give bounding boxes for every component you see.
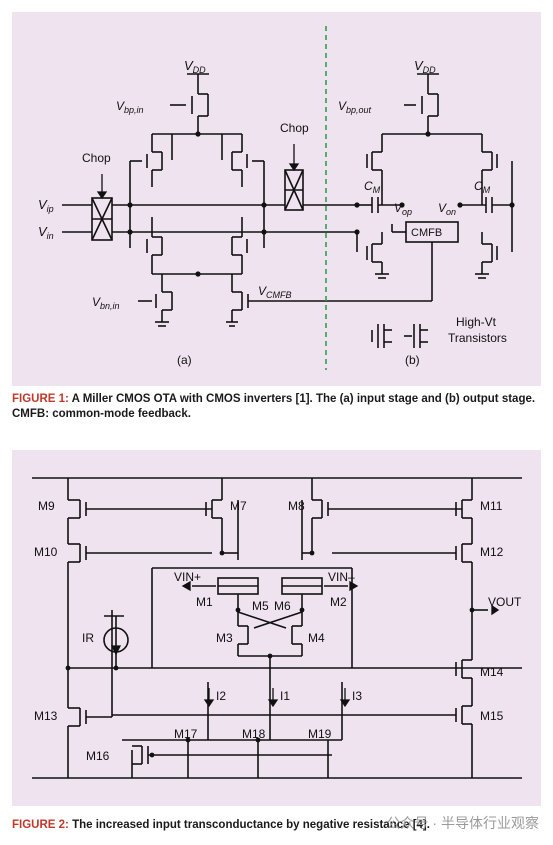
figure-1-panel: VDD Vbp,in Chop Chop Vip Vin Vbn,in VCMF… (12, 12, 541, 386)
m18-label: M18 (242, 727, 266, 741)
figure-1-schematic: VDD Vbp,in Chop Chop Vip Vin Vbn,in VCMF… (38, 26, 515, 370)
vdd-left-label: VDD (184, 58, 206, 75)
transistors-label: Transistors (448, 331, 507, 345)
subfigure-a-label: (a) (177, 353, 192, 367)
cmfb-block-label: CMFB (411, 227, 442, 239)
m4-label: M4 (308, 631, 325, 645)
vout-label: VOUT (488, 595, 522, 609)
vin-plus-label: VIN+ (174, 570, 201, 584)
cm-left-label: CM (364, 179, 381, 195)
vin-minus-label: VIN– (328, 570, 355, 584)
chop-mid-label: Chop (280, 121, 309, 135)
chop-left-label: Chop (82, 151, 111, 165)
figure-2-caption-text: The increased input transconductance by … (68, 819, 430, 831)
figure-1-caption-text: A Miller CMOS OTA with CMOS inverters [1… (12, 393, 536, 420)
m6-label: M6 (274, 599, 291, 613)
m2-label: M2 (330, 595, 347, 609)
m15-label: M15 (480, 709, 504, 723)
ir-label: IR (82, 631, 94, 645)
figure-2-schematic: M9 M7 M8 M11 M10 M12 VIN+ VIN– M1 M5 M6 … (32, 477, 522, 779)
m11-label: M11 (480, 499, 503, 513)
i1-label: I1 (280, 689, 290, 703)
m14-label: M14 (480, 665, 504, 679)
i3-label: I3 (352, 689, 362, 703)
m3-label: M3 (216, 631, 233, 645)
figure-1-caption-label: FIGURE 1: (12, 393, 69, 405)
i2-label: I2 (216, 689, 226, 703)
vbn-in-label: Vbn,in (92, 295, 120, 311)
m17-label: M17 (174, 727, 198, 741)
m10-label: M10 (34, 545, 58, 559)
von-label: Von (438, 201, 456, 217)
watermark: 公众号 · 半导体行业观察 (386, 815, 539, 831)
vdd-right-label: VDD (414, 58, 436, 75)
figure-2-caption-label: FIGURE 2: (12, 819, 69, 831)
figure-1-caption: FIGURE 1: A Miller CMOS OTA with CMOS in… (12, 392, 541, 422)
m8-label: M8 (288, 499, 305, 513)
m16-label: M16 (86, 749, 110, 763)
m1-label: M1 (196, 595, 213, 609)
vin-label: Vin (38, 224, 54, 241)
m12-label: M12 (480, 545, 504, 559)
vip-label: Vip (38, 197, 54, 214)
vbp-out-label: Vbp,out (338, 99, 372, 115)
vbp-in-label: Vbp,in (116, 99, 144, 115)
cm-right-label: CM (474, 179, 491, 195)
m13-label: M13 (34, 709, 58, 723)
m5-label: M5 (252, 599, 269, 613)
vop-label: Vop (394, 201, 412, 217)
high-vt-label: High-Vt (456, 315, 497, 329)
m7-label: M7 (230, 499, 247, 513)
figure-2-panel: M9 M7 M8 M11 M10 M12 VIN+ VIN– M1 M5 M6 … (12, 450, 541, 806)
subfigure-b-label: (b) (405, 353, 420, 367)
figure-2-caption: FIGURE 2: The increased input transcondu… (12, 818, 541, 833)
m19-label: M19 (308, 727, 332, 741)
m9-label: M9 (38, 499, 55, 513)
vcmfb-label: VCMFB (258, 284, 292, 300)
